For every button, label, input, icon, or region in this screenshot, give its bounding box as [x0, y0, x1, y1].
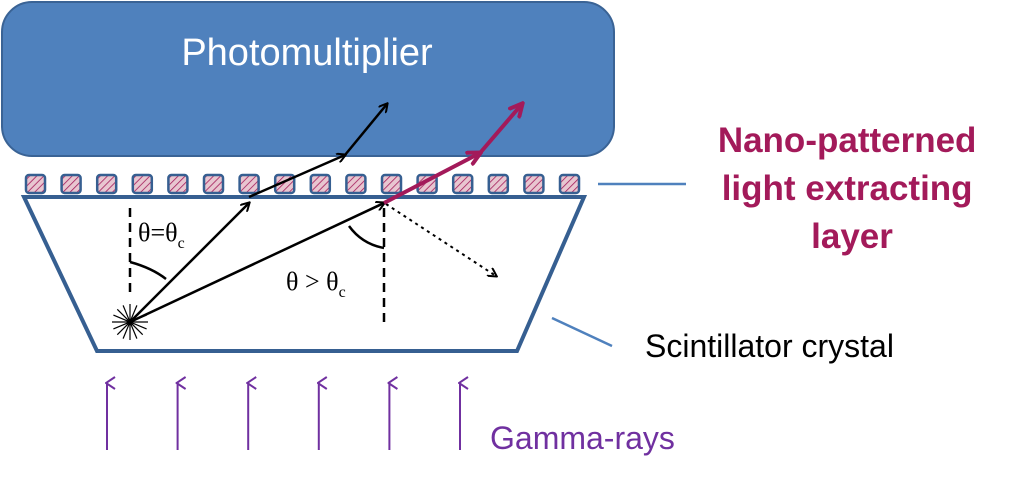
nano-pad: [380, 173, 403, 195]
nano-pattern-pads: [24, 173, 581, 195]
angle-label-greater: θ > θc: [286, 267, 346, 301]
angle-arc-right: [347, 225, 385, 250]
nano-pad: [523, 173, 545, 195]
angle-arc-left: [129, 260, 167, 280]
ray-greater-inside: [129, 203, 384, 324]
photomultiplier-box: [1, 1, 615, 157]
ray-critical-inside: [129, 203, 249, 323]
ray-critical-into-pm: [344, 104, 387, 156]
nano-pad: [167, 173, 189, 195]
nano-pad: [95, 173, 118, 195]
layer-label-line1: Nano-patterned: [718, 121, 977, 160]
photomultiplier-label: Photomultiplier: [181, 32, 433, 74]
nano-pad: [558, 173, 581, 195]
ray-extracted-into-pm: [478, 104, 522, 155]
nano-pad: [487, 173, 510, 195]
ray-critical-through-layer: [248, 155, 345, 199]
nano-pad: [309, 173, 332, 195]
crystal-leader-line: [551, 316, 613, 348]
ray-reflected-dotted: [385, 203, 496, 276]
nano-pad: [131, 173, 154, 195]
ray-extracted-through-layer: [383, 153, 480, 205]
layer-label-line2: light extracting: [722, 169, 973, 208]
nano-pad: [24, 173, 47, 195]
gamma-ray-arrows: [107, 383, 460, 450]
nano-pad: [202, 173, 225, 195]
layer-label: Nano-patterned light extracting layer: [718, 121, 986, 256]
layer-label-line3: layer: [811, 217, 893, 256]
angle-label-critical: θ=θc: [138, 218, 185, 252]
nano-pad: [238, 173, 260, 195]
crystal-label: Scintillator crystal: [645, 328, 894, 364]
nano-pad: [345, 173, 367, 195]
gamma-label: Gamma-rays: [490, 420, 675, 456]
nano-pad: [60, 173, 82, 195]
nano-pad: [451, 173, 474, 195]
